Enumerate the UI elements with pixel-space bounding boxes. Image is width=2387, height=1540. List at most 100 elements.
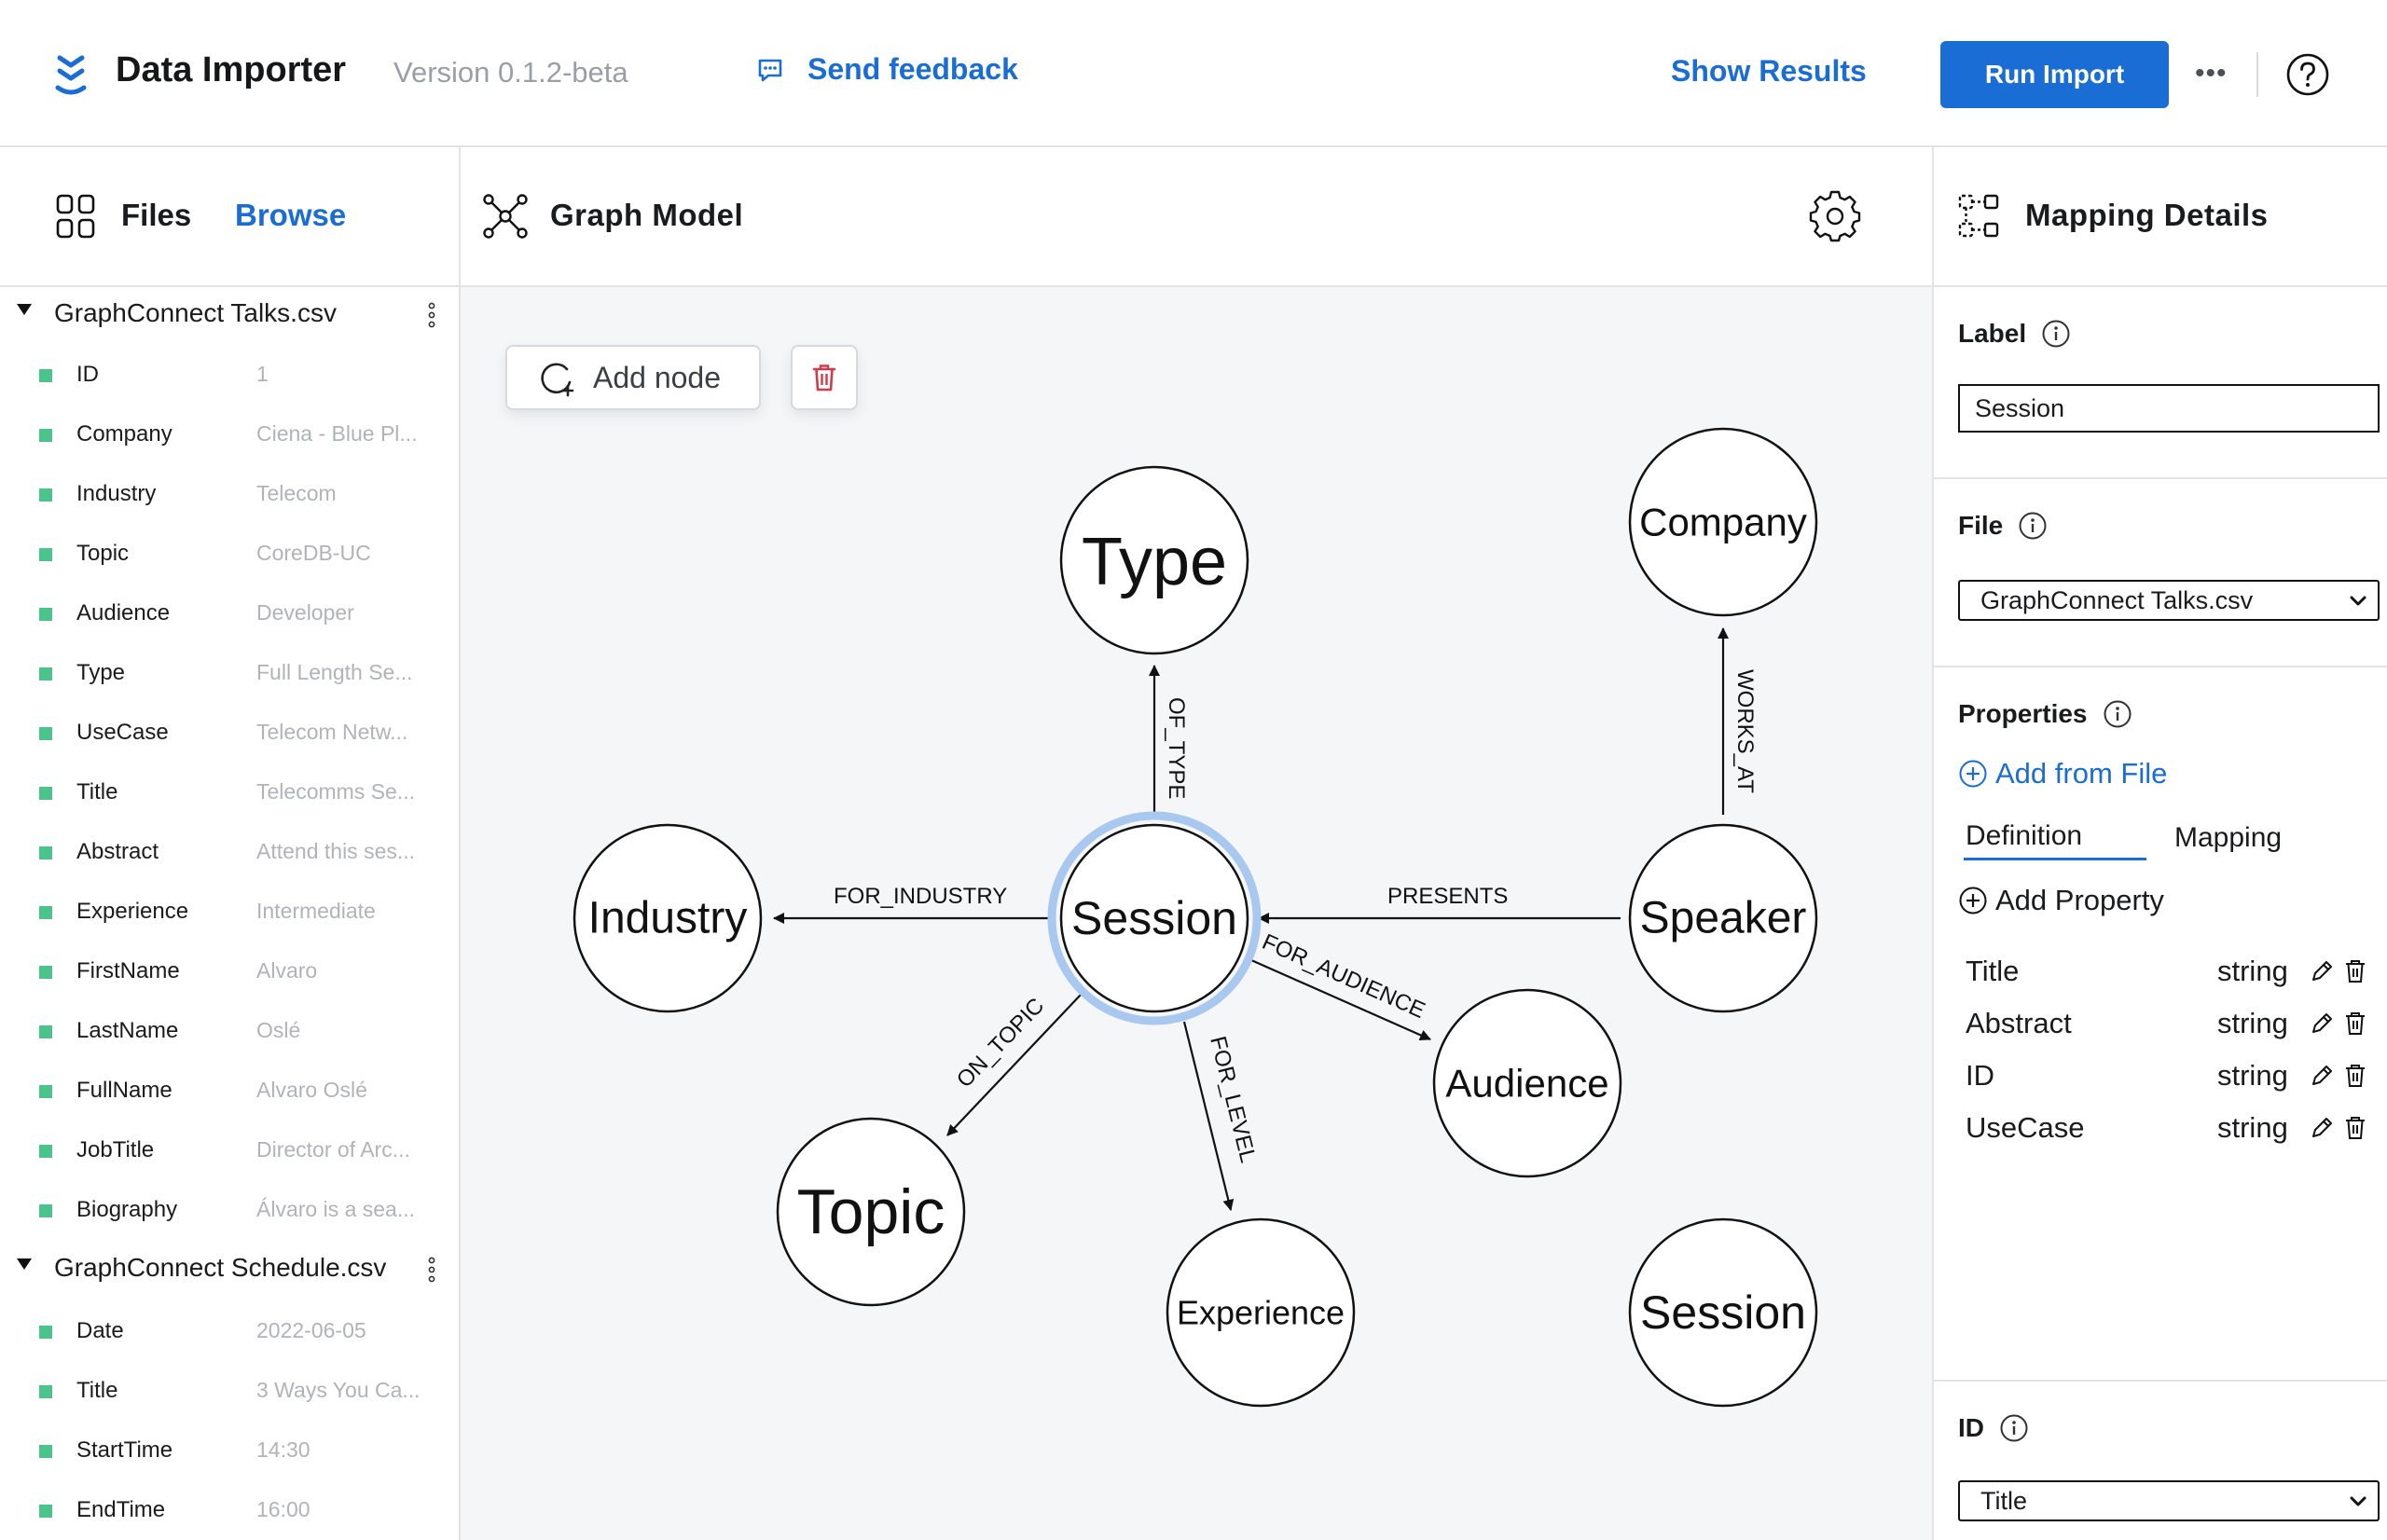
data-importer-logo-icon <box>55 55 87 95</box>
properties-heading-text: Properties <box>1958 699 2088 728</box>
edit-pencil-icon[interactable] <box>2309 1063 2335 1089</box>
add-property-link[interactable]: Add Property <box>1958 884 2164 917</box>
info-icon[interactable] <box>1999 1413 2029 1443</box>
collapse-caret-icon[interactable] <box>17 1258 32 1270</box>
files-grid-icon <box>56 194 95 239</box>
label-input[interactable] <box>1958 384 2380 433</box>
delete-button[interactable] <box>791 345 858 410</box>
property-name: Abstract <box>1966 1007 2072 1039</box>
field-type-marker <box>39 429 52 442</box>
field-type-marker <box>39 1204 52 1217</box>
node-experience[interactable]: Experience <box>1166 1217 1356 1408</box>
plus-circle-icon <box>1959 760 1987 788</box>
relationship-for-industry[interactable]: FOR_INDUSTRY <box>773 884 1052 924</box>
node-industry[interactable]: Industry <box>573 823 763 1013</box>
field-name: Title <box>76 1378 118 1403</box>
browse-link[interactable]: Browse <box>235 198 347 232</box>
node-session-unlinked[interactable]: Session <box>1628 1217 1818 1408</box>
trash-icon[interactable] <box>2344 1063 2366 1089</box>
mapping-details-panel: Mapping Details Label File GraphConnect … <box>1932 147 2387 1540</box>
relationship-presents[interactable]: PRESENTS <box>1258 884 1621 924</box>
collapse-caret-icon[interactable] <box>17 304 32 315</box>
node-audience[interactable]: Audience <box>1432 988 1622 1178</box>
file-name: GraphConnect Schedule.csv <box>54 1253 387 1282</box>
file-menu-icon[interactable] <box>425 1255 438 1285</box>
info-icon[interactable] <box>2018 511 2048 541</box>
field-type-marker <box>39 1085 52 1098</box>
id-heading-text: ID <box>1958 1413 1984 1442</box>
field-sample: Ciena - Blue Pl... <box>256 421 418 446</box>
edit-pencil-icon[interactable] <box>2309 1011 2335 1037</box>
field-type-marker <box>39 488 52 502</box>
field-row[interactable]: Title Telecomms Se... <box>0 770 459 818</box>
node-speaker[interactable]: Speaker <box>1628 823 1818 1013</box>
field-name: Abstract <box>76 839 159 864</box>
show-results-link[interactable]: Show Results <box>1671 54 1867 88</box>
field-sample: Developer <box>256 600 354 625</box>
relationship-for-level[interactable]: FOR_LEVEL <box>1182 1021 1261 1211</box>
field-name: JobTitle <box>76 1137 155 1162</box>
settings-gear-icon[interactable] <box>1809 190 1861 242</box>
file-header-schedule[interactable]: GraphConnect Schedule.csv <box>0 1242 459 1298</box>
relationship-of-type[interactable]: OF_TYPE <box>1149 665 1189 815</box>
file-select[interactable]: GraphConnect Talks.csv <box>1958 580 2380 621</box>
info-icon[interactable] <box>2103 699 2132 729</box>
field-name: EndTime <box>76 1497 166 1522</box>
graph-panel-header: Graph Model <box>461 147 1932 287</box>
property-type: string <box>2217 1111 2288 1144</box>
file-header-talks[interactable]: GraphConnect Talks.csv <box>0 287 459 343</box>
more-options-icon[interactable]: ••• <box>2195 58 2228 89</box>
property-row: Title string <box>1934 947 2387 996</box>
graph-model-icon <box>483 194 528 239</box>
relationship-on-topic[interactable]: ON_TOPIC <box>946 993 1083 1136</box>
send-feedback-link[interactable]: Send feedback <box>755 52 1018 87</box>
tab-mapping[interactable]: Mapping <box>2174 822 2283 853</box>
file-menu-icon[interactable] <box>425 300 438 330</box>
field-sample: Intermediate <box>256 899 376 923</box>
edit-pencil-icon[interactable] <box>2309 1115 2335 1141</box>
add-node-button[interactable]: Add node <box>505 345 761 410</box>
add-from-file-link[interactable]: Add from File <box>1958 757 2167 791</box>
trash-icon[interactable] <box>2344 1011 2366 1037</box>
field-sample: Telecomms Se... <box>256 779 415 804</box>
node-label: Industry <box>588 894 748 943</box>
node-label: Type <box>1082 525 1227 599</box>
help-icon[interactable] <box>2285 52 2330 97</box>
info-icon[interactable] <box>2041 319 2071 349</box>
relationship-works-at[interactable]: WORKS_AT <box>1718 627 1758 815</box>
trash-icon[interactable] <box>2344 1115 2366 1141</box>
node-type[interactable]: Type <box>1059 465 1249 655</box>
node-label: Speaker <box>1640 894 1807 943</box>
relationship-for-audience[interactable]: FOR_AUDIENCE <box>1250 929 1431 1041</box>
field-type-marker <box>39 846 52 859</box>
graph-canvas[interactable]: OF_TYPE WORKS_AT FOR_INDUSTRY PRESENTS F… <box>461 147 1932 1540</box>
relationship-label: OF_TYPE <box>1164 697 1189 799</box>
id-select[interactable]: Title <box>1958 1480 2380 1521</box>
node-session-selected[interactable]: Session <box>1047 811 1262 1025</box>
node-topic[interactable]: Topic <box>776 1117 966 1307</box>
field-name: Title <box>76 779 118 804</box>
trash-icon[interactable] <box>2344 958 2366 984</box>
node-company[interactable]: Company <box>1628 427 1818 617</box>
edit-pencil-icon[interactable] <box>2309 958 2335 984</box>
run-import-button[interactable]: Run Import <box>1940 41 2169 108</box>
tab-definition[interactable]: Definition <box>1966 820 2083 851</box>
